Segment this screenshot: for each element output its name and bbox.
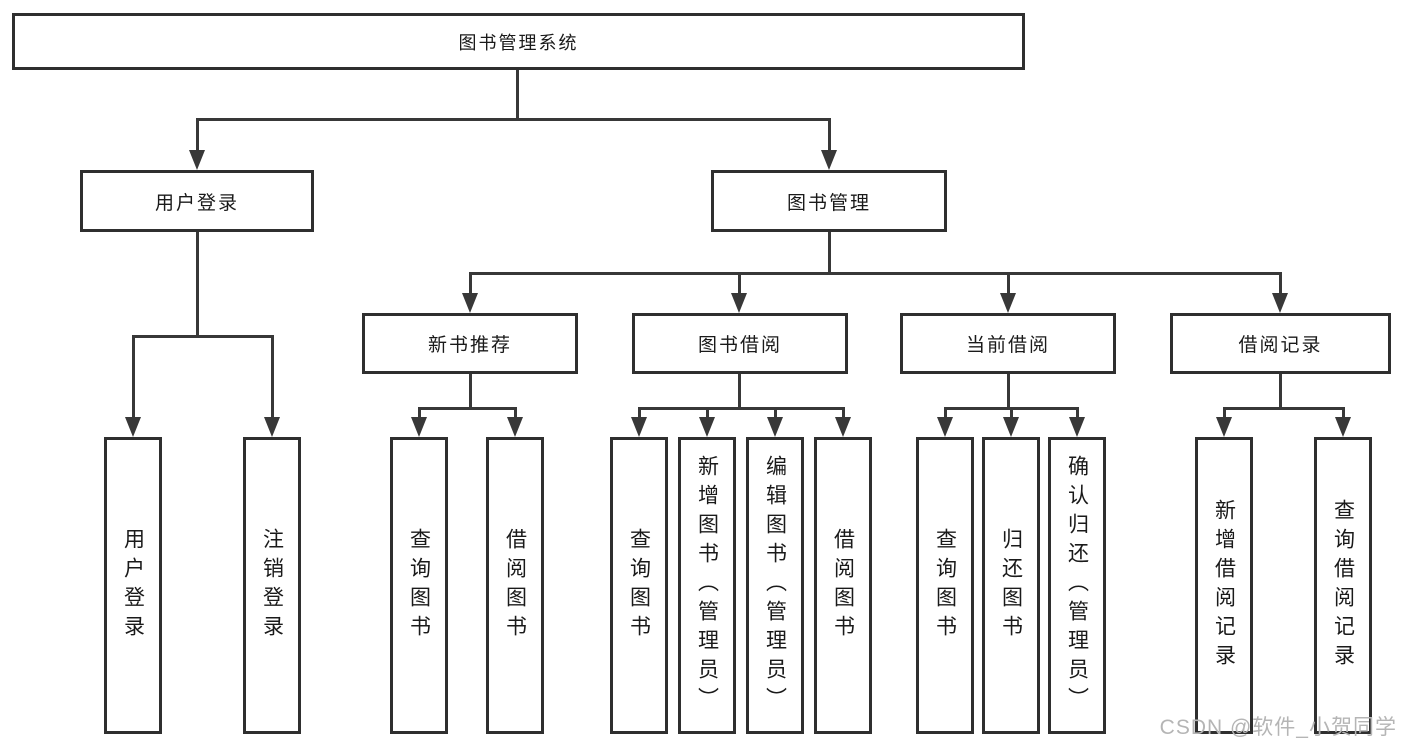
leaf-add-book-admin-label: 新增图书（管理员）	[695, 455, 719, 716]
connector-borrow-records-bar	[1223, 407, 1345, 410]
node-root: 图书管理系统	[12, 13, 1025, 70]
node-user-login: 用户登录	[80, 170, 314, 232]
node-book-borrow: 图书借阅	[632, 313, 848, 374]
arrowhead-book-mgmt	[821, 150, 837, 170]
arrowhead-leaf-query-recommend	[411, 417, 427, 437]
arrowhead-leaf-query-borrow	[631, 417, 647, 437]
node-user-login-label: 用户登录	[154, 192, 239, 214]
leaf-query-borrow-record-label: 查询借阅记录	[1331, 498, 1355, 673]
connector-user-login-stem	[196, 232, 199, 335]
leaf-query-books-current-label: 查询图书	[933, 527, 957, 644]
arrowhead-leaf-logout	[264, 417, 280, 437]
connector-stem-leaf-query-current	[944, 407, 947, 419]
connector-stem-leaf-add-record	[1223, 407, 1226, 419]
arrowhead-current-borrow	[1000, 293, 1016, 313]
connector-stem-new-book-recommend	[469, 272, 472, 295]
leaf-edit-book-admin: 编辑图书（管理员）	[746, 437, 804, 734]
node-current-borrow: 当前借阅	[900, 313, 1116, 374]
leaf-query-books-borrow: 查询图书	[610, 437, 668, 734]
arrowhead-leaf-confirm-return	[1069, 417, 1085, 437]
leaf-return-books-label: 归还图书	[999, 527, 1023, 644]
node-current-borrow-label: 当前借阅	[965, 335, 1050, 356]
node-root-label: 图书管理系统	[458, 32, 579, 53]
connector-stem-leaf-borrow-book	[842, 407, 845, 419]
leaf-user-login: 用户登录	[104, 437, 162, 734]
connector-stem-leaf-borrow-recommend	[514, 407, 517, 419]
connector-stem-book-borrow	[738, 272, 741, 295]
leaf-user-login-label: 用户登录	[121, 527, 145, 644]
leaf-borrow-books-recommend: 借阅图书	[486, 437, 544, 734]
connector-current-borrow-stem2	[1007, 374, 1010, 407]
arrowhead-leaf-query-record	[1335, 417, 1351, 437]
leaf-query-books-borrow-label: 查询图书	[627, 527, 651, 644]
connector-book-mgmt-stem	[828, 232, 831, 272]
connector-stem-leaf-query-recommend	[418, 407, 421, 419]
connector-stem-borrow-records	[1279, 272, 1282, 295]
connector-stem-user-login	[196, 118, 199, 152]
leaf-borrow-books-recommend-label: 借阅图书	[503, 527, 527, 644]
connector-stem-book-mgmt	[828, 118, 831, 152]
connector-stem-leaf-edit-book	[774, 407, 777, 419]
connector-book-borrow-bar	[638, 407, 845, 410]
connector-stem-leaf-confirm-return	[1076, 407, 1079, 419]
arrowhead-leaf-borrow-book	[835, 417, 851, 437]
arrowhead-leaf-query-current	[937, 417, 953, 437]
leaf-add-borrow-record-label: 新增借阅记录	[1212, 498, 1236, 673]
connector-stem-leaf-return	[1010, 407, 1013, 419]
connector-stem-leaf-add-book	[706, 407, 709, 419]
leaf-add-borrow-record: 新增借阅记录	[1195, 437, 1253, 734]
connector-book-borrow-stem2	[738, 374, 741, 407]
connector-borrow-records-stem2	[1279, 374, 1282, 407]
connector-stem-leaf-user-login	[132, 335, 135, 419]
arrowhead-leaf-edit-book	[767, 417, 783, 437]
connector-book-mgmt-bar	[469, 272, 1282, 275]
node-new-book-recommend: 新书推荐	[362, 313, 578, 374]
leaf-query-books-current: 查询图书	[916, 437, 974, 734]
connector-root-stem	[516, 70, 519, 118]
node-book-mgmt: 图书管理	[711, 170, 947, 232]
node-borrow-records-label: 借阅记录	[1238, 335, 1323, 356]
leaf-query-borrow-record: 查询借阅记录	[1314, 437, 1372, 734]
connector-recommend-bar	[418, 407, 517, 410]
arrowhead-leaf-add-record	[1216, 417, 1232, 437]
connector-root-bar	[196, 118, 831, 121]
leaf-confirm-return-admin: 确认归还（管理员）	[1048, 437, 1106, 734]
arrowhead-borrow-records	[1272, 293, 1288, 313]
arrowhead-leaf-user-login	[125, 417, 141, 437]
node-borrow-records: 借阅记录	[1170, 313, 1391, 374]
node-book-borrow-label: 图书借阅	[697, 335, 782, 356]
arrowhead-leaf-borrow-recommend	[507, 417, 523, 437]
leaf-query-books-recommend-label: 查询图书	[407, 527, 431, 644]
arrowhead-leaf-add-book	[699, 417, 715, 437]
leaf-logout: 注销登录	[243, 437, 301, 734]
node-new-book-recommend-label: 新书推荐	[427, 335, 512, 356]
watermark-text: CSDN @软件_小贺同学	[1159, 716, 1397, 739]
arrowhead-book-borrow	[731, 293, 747, 313]
leaf-add-book-admin: 新增图书（管理员）	[678, 437, 736, 734]
connector-user-login-bar	[132, 335, 274, 338]
arrowhead-user-login	[189, 150, 205, 170]
connector-stem-current-borrow	[1007, 272, 1010, 295]
connector-stem-leaf-query-record	[1342, 407, 1345, 419]
leaf-borrow-books-borrow: 借阅图书	[814, 437, 872, 734]
connector-recommend-stem	[469, 374, 472, 407]
connector-stem-leaf-query-borrow	[638, 407, 641, 419]
leaf-query-books-recommend: 查询图书	[390, 437, 448, 734]
leaf-logout-label: 注销登录	[260, 527, 284, 644]
leaf-borrow-books-borrow-label: 借阅图书	[831, 527, 855, 644]
leaf-confirm-return-admin-label: 确认归还（管理员）	[1065, 455, 1089, 716]
node-book-mgmt-label: 图书管理	[786, 192, 871, 214]
arrowhead-new-book-recommend	[462, 293, 478, 313]
leaf-return-books: 归还图书	[982, 437, 1040, 734]
leaf-edit-book-admin-label: 编辑图书（管理员）	[763, 455, 787, 716]
arrowhead-leaf-return	[1003, 417, 1019, 437]
connector-stem-leaf-logout	[271, 335, 274, 419]
